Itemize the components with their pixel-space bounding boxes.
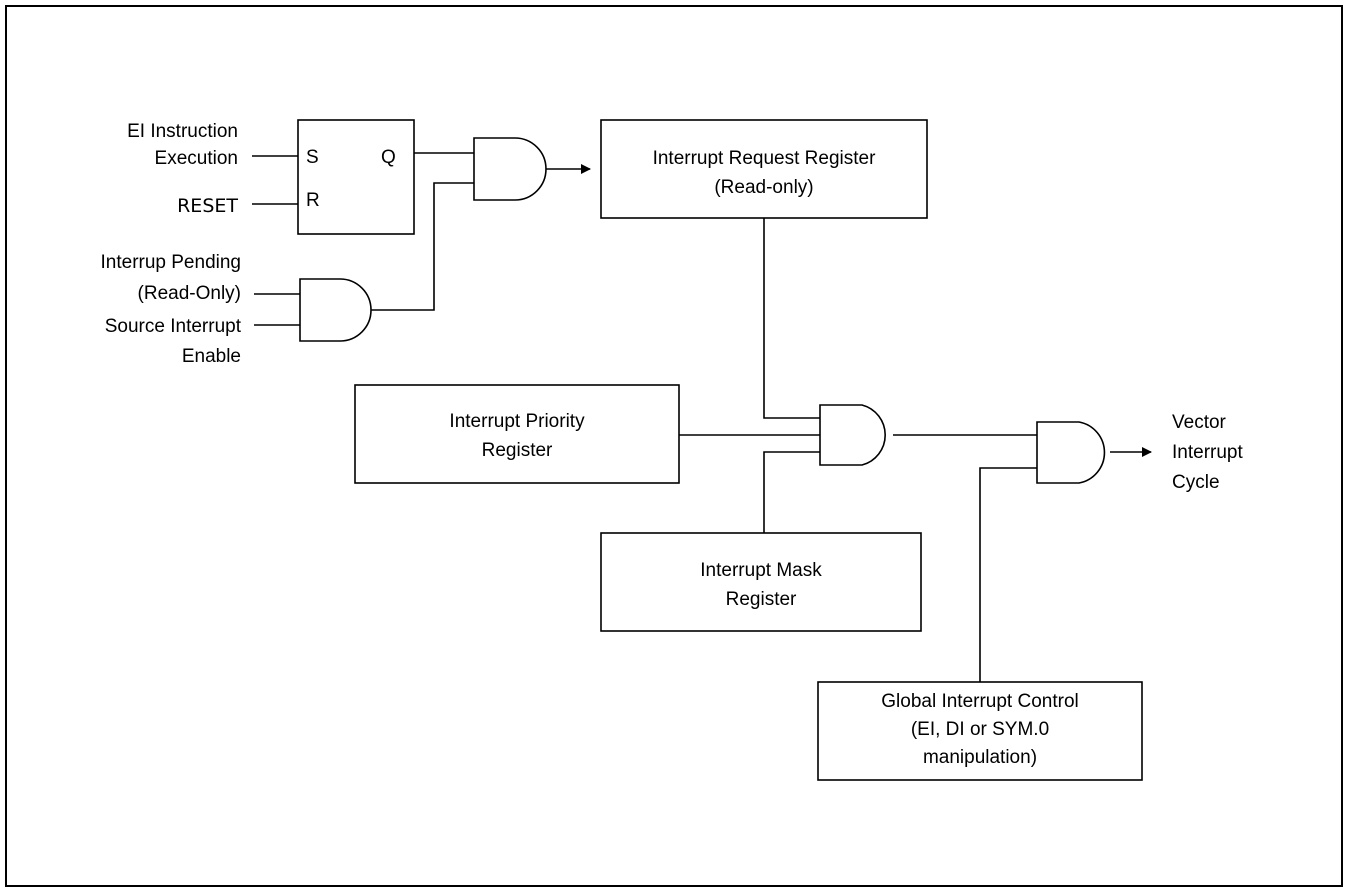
wire-request-to-middle-gate (763, 218, 820, 419)
and-gate-request (473, 137, 547, 201)
interrup-pending-label-1: Interrup Pending (101, 252, 242, 273)
global-control-label-3: manipulation) (923, 747, 1037, 768)
source-interrupt-label-1: Source Interrupt (105, 316, 242, 337)
sr-flipflop-box (297, 119, 415, 235)
global-interrupt-control-box (817, 681, 1143, 781)
source-interrupt-label-2: Enable (182, 346, 241, 367)
wire-mask-to-middle-gate (763, 451, 820, 533)
outer-frame (5, 5, 1343, 887)
global-control-label-1: Global Interrupt Control (881, 691, 1079, 712)
flipflop-q-label: Q (381, 147, 396, 168)
interrupt-request-register-box (600, 119, 928, 219)
global-control-label-2: (EI, DI or SYM.0 (911, 719, 1049, 740)
interrupt-priority-register-box (354, 384, 680, 484)
request-register-label-1: Interrupt Request Register (653, 148, 877, 169)
ei-instruction-label-2: Execution (155, 148, 238, 169)
ei-instruction-label-1: EI Instruction (127, 121, 238, 142)
interrup-pending-label-2: (Read-Only) (138, 283, 241, 304)
mask-register-label-1: Interrupt Mask (700, 560, 822, 581)
mask-register-label-2: Register (726, 589, 797, 610)
vector-cycle-label-1: Vector (1172, 412, 1227, 433)
request-register-label-2: (Read-only) (714, 177, 813, 198)
flipflop-s-label: S (306, 147, 319, 168)
interrupt-mask-register-box (600, 532, 922, 632)
reset-label: RESET (177, 195, 238, 217)
vector-cycle-label-2: Interrupt (1172, 442, 1243, 463)
and-gate-middle (819, 404, 886, 466)
flipflop-r-label: R (306, 190, 320, 211)
vector-cycle-label-3: Cycle (1172, 472, 1220, 493)
and-gate-pending-source (299, 278, 372, 342)
priority-register-label-1: Interrupt Priority (449, 411, 585, 432)
priority-register-label-2: Register (482, 440, 553, 461)
wire-global-to-final-gate (979, 467, 1037, 682)
and-gate-final (1036, 421, 1106, 484)
wire-small-gate-output (371, 182, 474, 311)
